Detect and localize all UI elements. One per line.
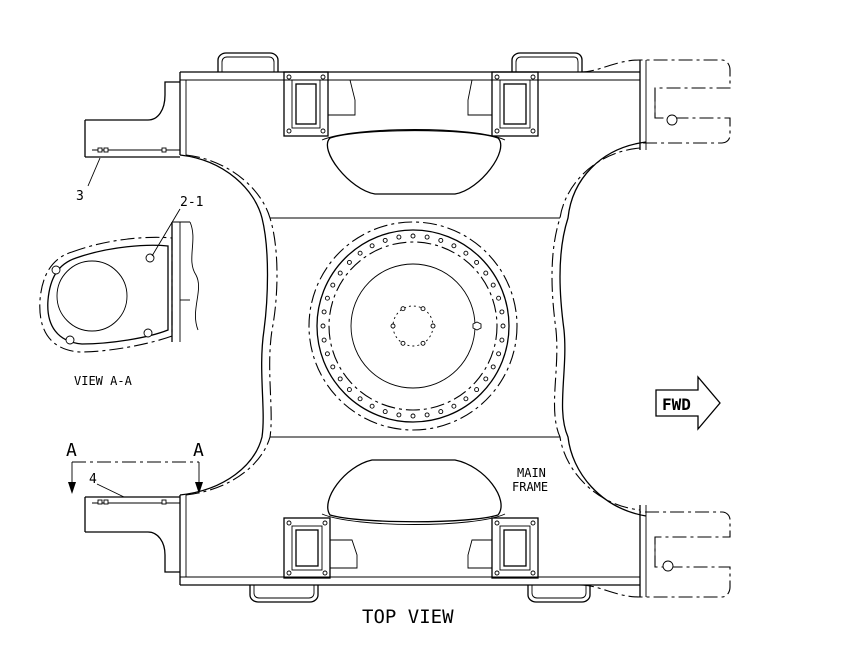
bolt-hole (390, 323, 396, 329)
bolt-hole (321, 337, 327, 343)
callout-4: 4 (89, 472, 97, 487)
bottom-oval-cutout (327, 459, 502, 523)
bolt-hole (463, 396, 469, 402)
slewing-ring (308, 221, 518, 431)
bolt-hole (330, 364, 336, 370)
bolt-hole (420, 340, 426, 346)
main-frame-label-line1: MAIN (517, 466, 546, 480)
left-bottom-bracket (84, 496, 180, 573)
section-arrow-right-icon (195, 482, 203, 494)
bolt-hole (438, 409, 444, 415)
bolt-hole (321, 309, 327, 315)
bolt-hole (337, 376, 343, 382)
section-letter-left: A (66, 440, 77, 461)
view-a-a-label: VIEW A-A (74, 374, 133, 388)
bolt-hole (474, 387, 480, 393)
section-letter-right: A (193, 440, 204, 461)
bolt-hole (396, 412, 402, 418)
bolt-hole (424, 412, 430, 418)
top-oval-cutout (327, 129, 502, 195)
fwd-arrow-icon (655, 375, 721, 431)
callout-2-1-leader (151, 208, 181, 257)
left-top-bracket (84, 81, 180, 158)
section-cut-line (68, 461, 203, 494)
callout-4-leader (96, 483, 125, 498)
bolt-hole (400, 306, 406, 312)
ring-inner-holes (390, 306, 436, 346)
bolt-hole (490, 364, 496, 370)
main-frame-outline (179, 71, 647, 586)
bolt-hole (382, 237, 388, 243)
section-arrow-left-icon (68, 482, 76, 494)
bolt-hole (330, 282, 336, 288)
bolt-hole (410, 233, 416, 239)
bolt-hole (451, 403, 457, 409)
bolt-hole (410, 413, 416, 419)
bolt-hole (499, 337, 505, 343)
callout-3-leader (87, 157, 101, 187)
bolt-hole (346, 387, 352, 393)
ring-bolt-holes (320, 233, 506, 419)
bolt-hole (337, 270, 343, 276)
bolt-hole (483, 376, 489, 382)
bolt-hole (490, 282, 496, 288)
bolt-hole (474, 259, 480, 265)
bolt-hole (320, 323, 326, 329)
right-top-fork (579, 59, 731, 150)
callout-2-1: 2-1 (180, 195, 203, 210)
bolt-hole (483, 270, 489, 276)
bolt-hole (463, 250, 469, 256)
top-left-pad (217, 52, 356, 137)
bolt-hole (396, 234, 402, 240)
bolt-hole (369, 403, 375, 409)
bolt-hole (400, 340, 406, 346)
bolt-hole (324, 295, 330, 301)
bolt-hole (357, 396, 363, 402)
main-frame-label-line2: FRAME (512, 480, 548, 494)
bolt-hole (357, 250, 363, 256)
callout-3: 3 (76, 189, 84, 204)
bolt-hole (496, 295, 502, 301)
bolt-hole (500, 323, 506, 329)
view-a-a-detail (39, 221, 200, 353)
drawing-title: TOP VIEW (362, 606, 454, 628)
bottom-left-pad (249, 517, 358, 603)
bolt-hole (430, 323, 436, 329)
bolt-hole (346, 259, 352, 265)
fwd-label: FWD (662, 395, 691, 414)
bolt-hole (496, 351, 502, 357)
top-right-pad (467, 52, 583, 137)
bolt-hole (324, 351, 330, 357)
bolt-hole (451, 243, 457, 249)
bolt-hole (382, 409, 388, 415)
right-bottom-fork (579, 505, 731, 598)
bolt-hole (499, 309, 505, 315)
bolt-hole (420, 306, 426, 312)
bottom-right-pad (467, 517, 591, 603)
bolt-hole (424, 234, 430, 240)
bolt-hole (438, 237, 444, 243)
bolt-hole (369, 243, 375, 249)
